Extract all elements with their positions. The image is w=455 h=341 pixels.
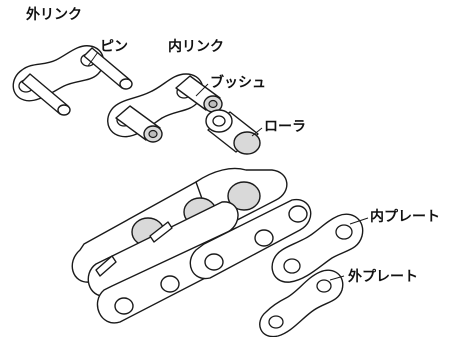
label-inner-plate: 内プレート <box>370 209 440 225</box>
label-pin: ピン <box>100 39 128 55</box>
label-bush: ブッシュ <box>210 75 266 91</box>
assembled-chain <box>71 167 312 324</box>
label-outer-link: 外リンク <box>26 7 82 23</box>
roller-part <box>205 109 261 155</box>
outer-link-part <box>12 45 133 116</box>
label-outer-plate: 外プレート <box>348 269 418 285</box>
loose-outer-plate <box>259 269 344 338</box>
inner-link-part <box>107 73 223 143</box>
label-roller: ローラ <box>264 119 306 135</box>
leader-lines <box>87 51 369 281</box>
label-inner-link: 内リンク <box>168 39 224 55</box>
loose-inner-plate <box>271 213 364 283</box>
